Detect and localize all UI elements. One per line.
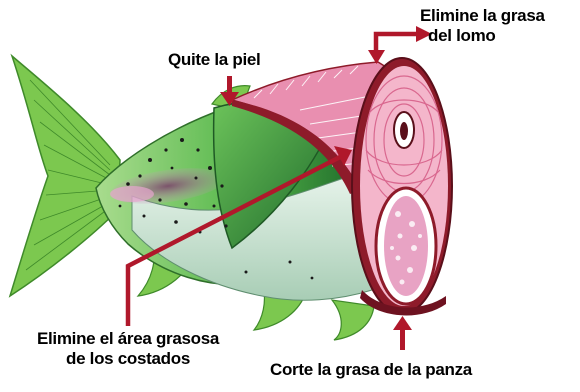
label-cut-belly-fat: Corte la grasa de la panza	[270, 360, 472, 380]
label-remove-side-fat: Elimine el área grasosa de los costados	[14, 329, 242, 369]
cross-section	[352, 58, 452, 315]
label-remove-back-fat: Elimine la grasa del lomo	[420, 6, 545, 46]
arrow-belly-fat	[393, 316, 412, 350]
tail-fin	[10, 56, 120, 296]
label-remove-side-fat-line2: de los costados	[14, 349, 242, 369]
label-remove-back-fat-line2: del lomo	[420, 26, 545, 46]
label-remove-skin: Quite la piel	[168, 50, 260, 70]
label-remove-side-fat-line1: Elimine el área grasosa	[14, 329, 242, 349]
label-remove-back-fat-line1: Elimine la grasa	[420, 6, 545, 26]
